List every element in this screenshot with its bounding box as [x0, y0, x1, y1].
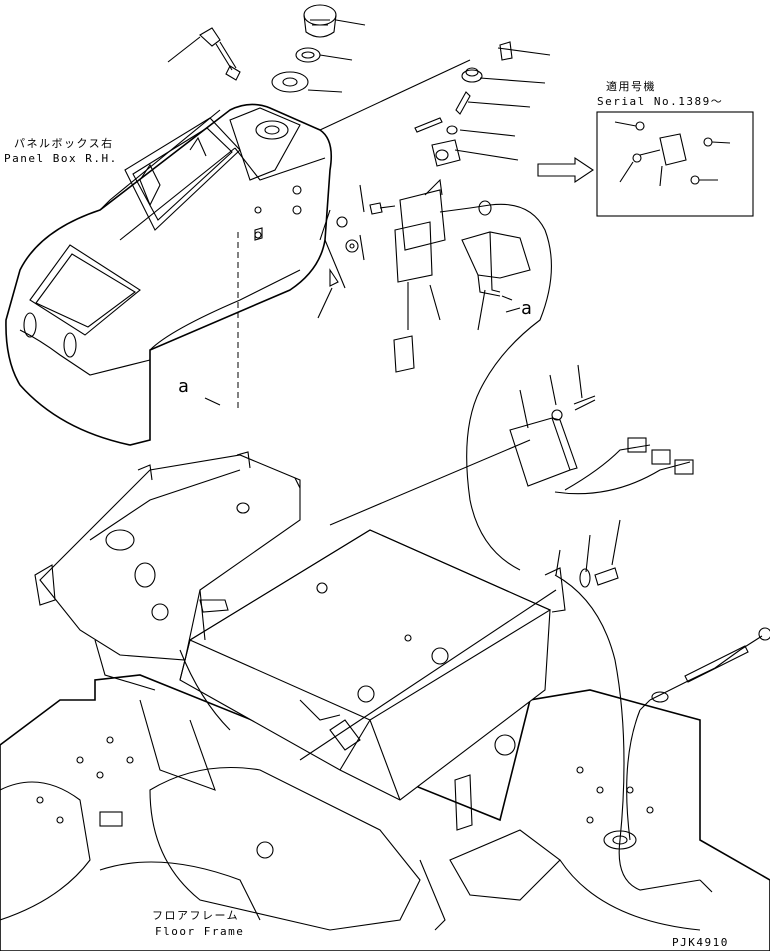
- drawing-code: PJK4910: [672, 936, 729, 949]
- frame-bracket: [34, 451, 446, 931]
- control-box: [179, 529, 552, 831]
- switch-assembly: [369, 41, 552, 571]
- cable-clamp: [544, 567, 701, 891]
- panel-box-label-jp: パネルボックス右: [14, 137, 114, 150]
- key-switch-parts: [199, 4, 359, 289]
- bracket: [461, 231, 531, 301]
- panel-box-label-en: Panel Box R.H.: [4, 152, 118, 165]
- serial-detail-box: [596, 111, 754, 217]
- leader-lines-top: [167, 19, 551, 331]
- ref-arrow-a1: [204, 397, 221, 406]
- serial-label-en: Serial No.1389～: [597, 95, 724, 108]
- floor-frame-label-jp: フロアフレーム: [152, 909, 240, 922]
- floor-frame: [0, 674, 770, 951]
- leader-lines-lower: [299, 364, 713, 893]
- serial-arrow: [537, 156, 594, 184]
- floor-frame-label-en: Floor Frame: [155, 925, 245, 938]
- ref-arrow-a2: [505, 307, 521, 313]
- reference-mark-a-left: a: [178, 376, 189, 397]
- controller-unit: [509, 395, 694, 495]
- panel-box-rh: [5, 103, 333, 446]
- serial-label-jp: 適用号機: [606, 80, 656, 93]
- reference-mark-a-right: a: [521, 298, 532, 319]
- damper-rod: [626, 627, 770, 841]
